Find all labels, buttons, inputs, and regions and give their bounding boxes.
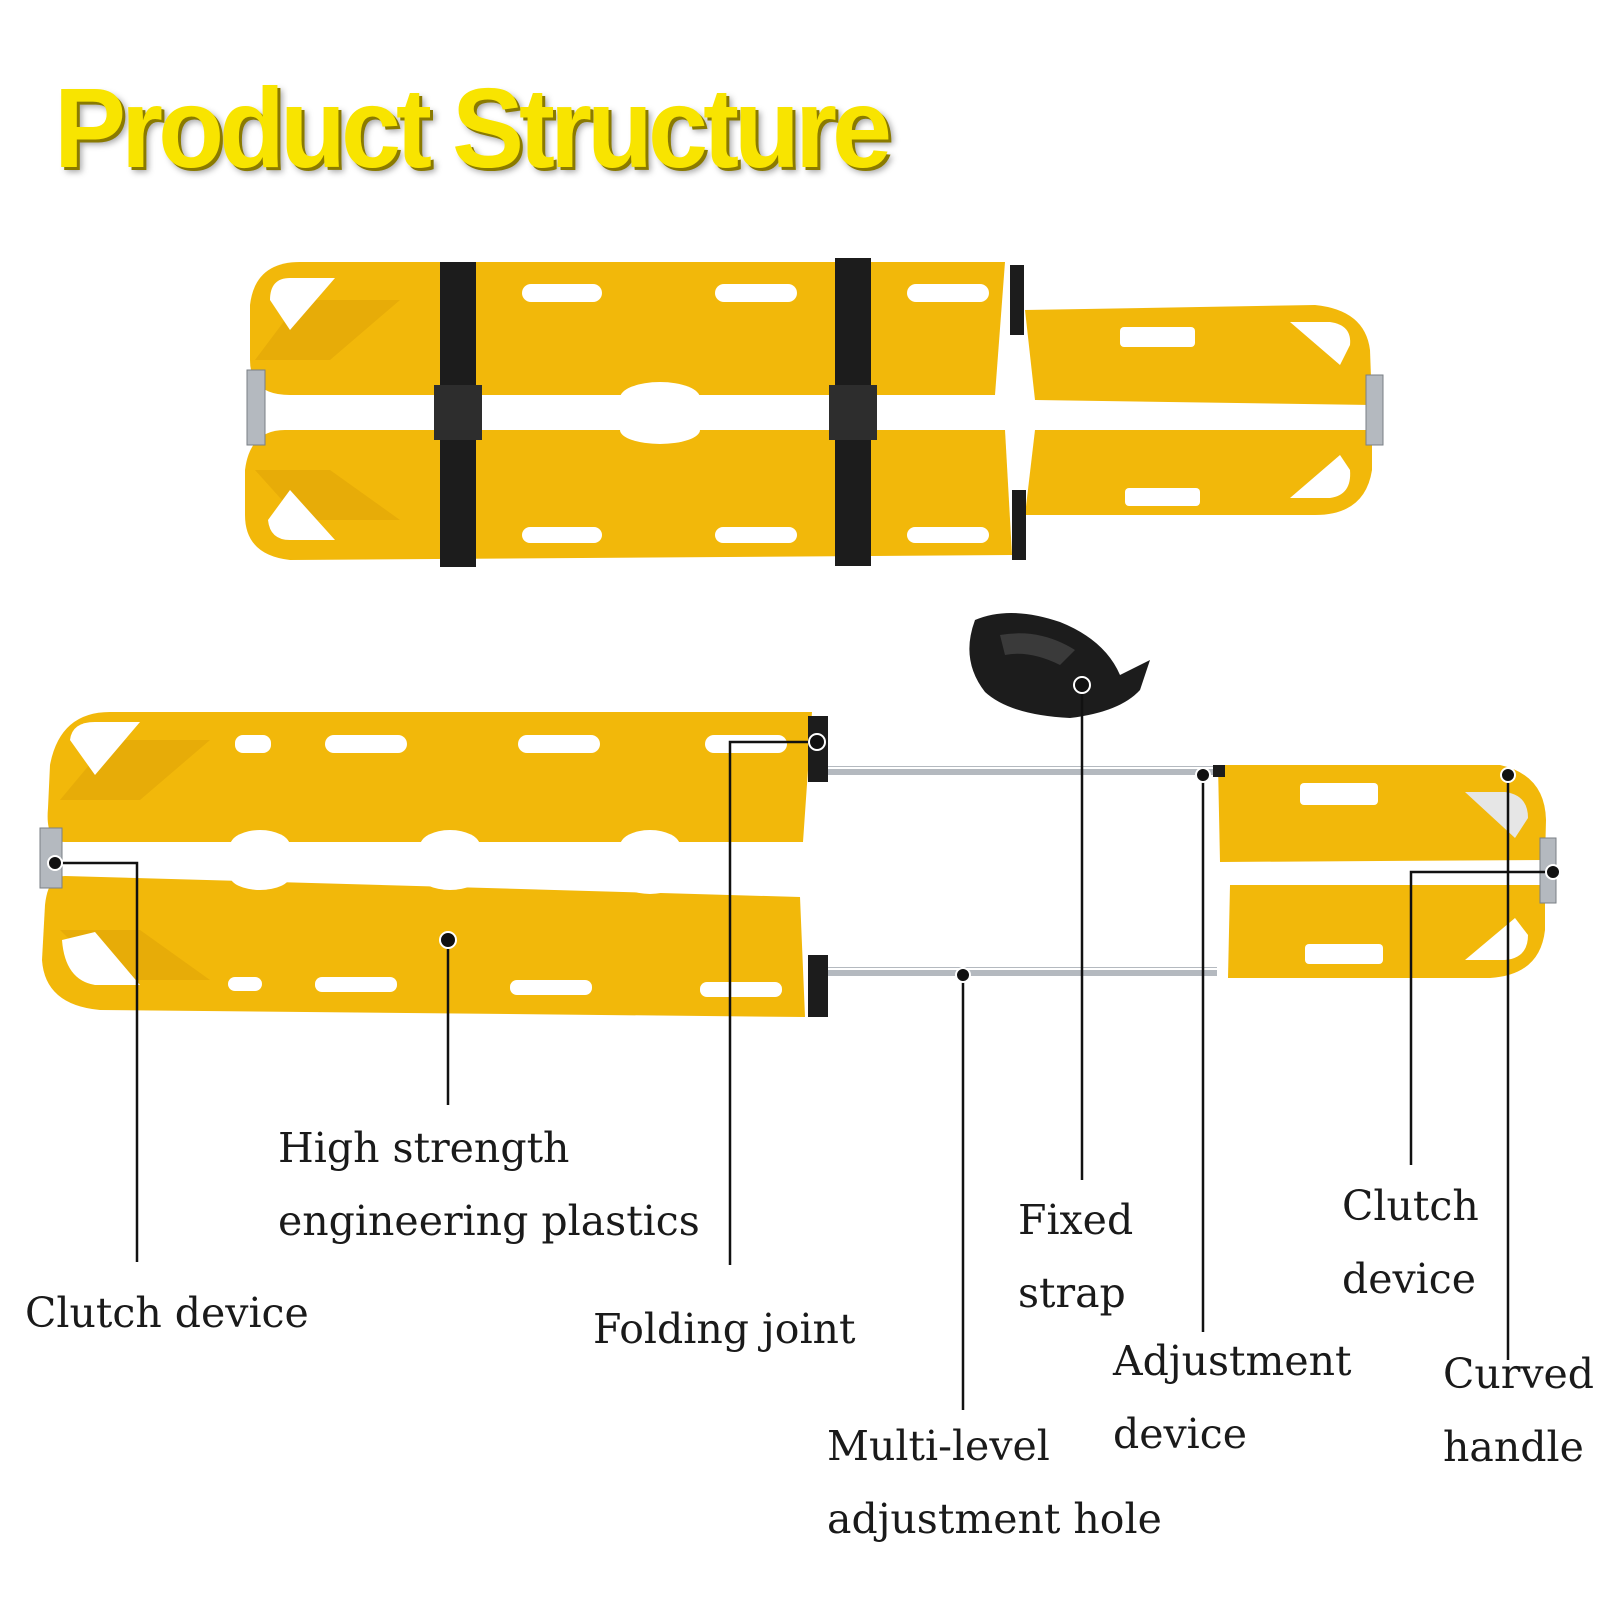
label-curved-handle-line1: Curved	[1443, 1350, 1595, 1398]
top-panel-upper-left	[250, 262, 1005, 395]
label-folding-joint-line1: Folding joint	[593, 1305, 856, 1353]
leader-lines	[55, 685, 1553, 1410]
label-clutch-right-line1: Clutch	[1342, 1182, 1479, 1230]
rod-lower	[812, 967, 1217, 976]
label-adjustment-device: Adjustment device	[1113, 1325, 1352, 1471]
label-curved-handle: Curved handle	[1443, 1338, 1594, 1484]
label-clutch-device-right: Clutch device	[1342, 1170, 1479, 1316]
top-panel-upper-right	[1025, 305, 1372, 405]
top-panel-lower-right	[1025, 430, 1372, 515]
label-curved-handle-line2: handle	[1443, 1423, 1584, 1471]
rod-upper	[812, 766, 1217, 775]
top-clutch-left	[246, 369, 266, 446]
label-high-strength: High strength engineering plastics	[278, 1112, 700, 1258]
leader-dots	[47, 676, 1561, 983]
label-multi-level-line1: Multi-level	[827, 1422, 1050, 1470]
label-adjustment-line2: device	[1113, 1410, 1248, 1458]
label-folding-joint: Folding joint	[593, 1293, 855, 1366]
stretcher-extended	[39, 712, 1557, 1017]
bottom-panel-lower-right	[1228, 885, 1545, 978]
label-multi-level: Multi-level adjustment hole	[827, 1410, 1162, 1556]
label-clutch-left-line1: Clutch device	[25, 1289, 309, 1337]
label-fixed-strap-line1: Fixed	[1018, 1196, 1134, 1244]
label-high-strength-line2: engineering plastics	[278, 1197, 700, 1245]
top-panel-lower-left	[245, 430, 1012, 560]
label-high-strength-line1: High strength	[278, 1124, 570, 1172]
leader-clutch-left	[55, 861, 139, 1262]
label-fixed-strap-line2: strap	[1018, 1269, 1126, 1317]
stretcher-assembled	[245, 258, 1384, 567]
label-clutch-device-left: Clutch device	[25, 1277, 309, 1350]
label-adjustment-line1: Adjustment	[1113, 1337, 1352, 1385]
leader-folding-joint	[728, 740, 815, 1265]
label-multi-level-line2: adjustment hole	[827, 1495, 1162, 1543]
page-title: Product Structure	[54, 64, 892, 192]
label-clutch-right-line2: device	[1342, 1255, 1477, 1303]
fixed-strap-item	[969, 612, 1150, 718]
top-clutch-right	[1365, 374, 1384, 446]
leader-clutch-right	[1409, 870, 1553, 1165]
label-fixed-strap: Fixed strap	[1018, 1184, 1133, 1330]
